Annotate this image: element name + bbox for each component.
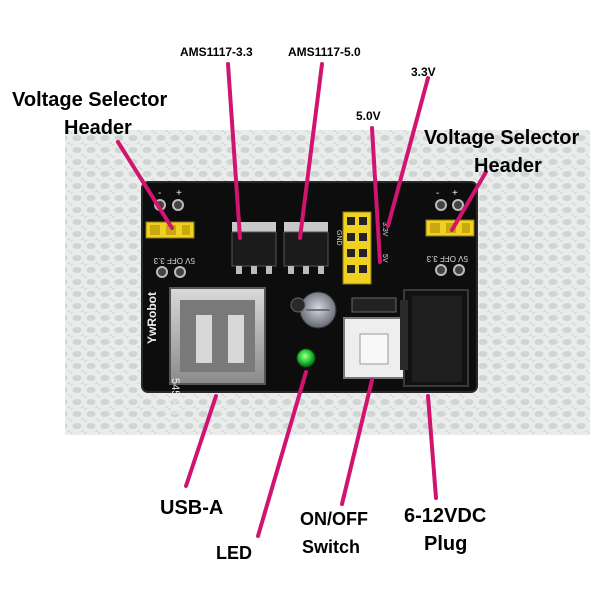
left-voltage-header	[145, 221, 195, 239]
leader-ams50	[298, 62, 324, 240]
svg-text:-: -	[436, 188, 439, 199]
label-led: LED	[216, 543, 252, 563]
leader-5v	[370, 126, 382, 264]
left-header-silk: 5V OFF 3.3	[153, 256, 195, 265]
v33-silk: 3.3V	[381, 222, 388, 237]
right-voltage-header	[425, 219, 475, 237]
ams1117-5v-regulator	[283, 222, 329, 274]
label-switch-1: ON/OFF	[300, 509, 368, 529]
label-switch-2: Switch	[302, 537, 361, 557]
label-plug-1: 6-12VDC	[404, 505, 487, 527]
leader-ams33	[226, 62, 242, 240]
board-brand-text: YwRobot	[145, 292, 159, 344]
pcb-board: - + - +	[141, 181, 478, 415]
label-ams1117-5v: AMS1117-5.0	[288, 45, 361, 59]
leader-3v3	[386, 76, 430, 228]
leader-right-selector	[450, 170, 488, 232]
svg-text:-: -	[158, 188, 161, 199]
label-voltage-selector-right-1: Voltage Selector	[424, 127, 580, 149]
leader-lines	[116, 62, 488, 538]
svg-text:+: +	[452, 188, 458, 199]
label-usb-a: USB-A	[160, 497, 224, 519]
label-5v0: 5.0V	[356, 109, 381, 123]
label-voltage-selector-right-2: Header	[474, 155, 542, 177]
label-3v3: 3.3V	[411, 65, 436, 79]
leader-led	[256, 370, 308, 538]
label-voltage-selector-left-1: Voltage Selector	[12, 89, 168, 111]
right-header-silk: 5V OFF 3.3	[426, 254, 468, 263]
gnd-silk: GND	[335, 230, 342, 246]
leader-plug	[426, 394, 438, 500]
leader-left-selector	[116, 140, 174, 230]
label-voltage-selector-left-2: Header	[64, 117, 132, 139]
electrolytic-capacitor	[299, 291, 337, 329]
label-plug-2: Plug	[424, 533, 468, 555]
green-led	[296, 348, 316, 368]
dc-barrel-jack	[400, 289, 469, 387]
usb-a-port	[169, 287, 266, 385]
on-off-switch	[343, 297, 405, 379]
leader-usb	[184, 394, 218, 488]
svg-text:+: +	[176, 188, 182, 199]
output-header-pins	[342, 211, 372, 285]
board-model-text: 545043	[169, 378, 181, 415]
label-ams1117-3v3: AMS1117-3.3	[180, 45, 253, 59]
v5-silk: 5V	[381, 254, 388, 263]
leader-switch	[340, 378, 374, 506]
